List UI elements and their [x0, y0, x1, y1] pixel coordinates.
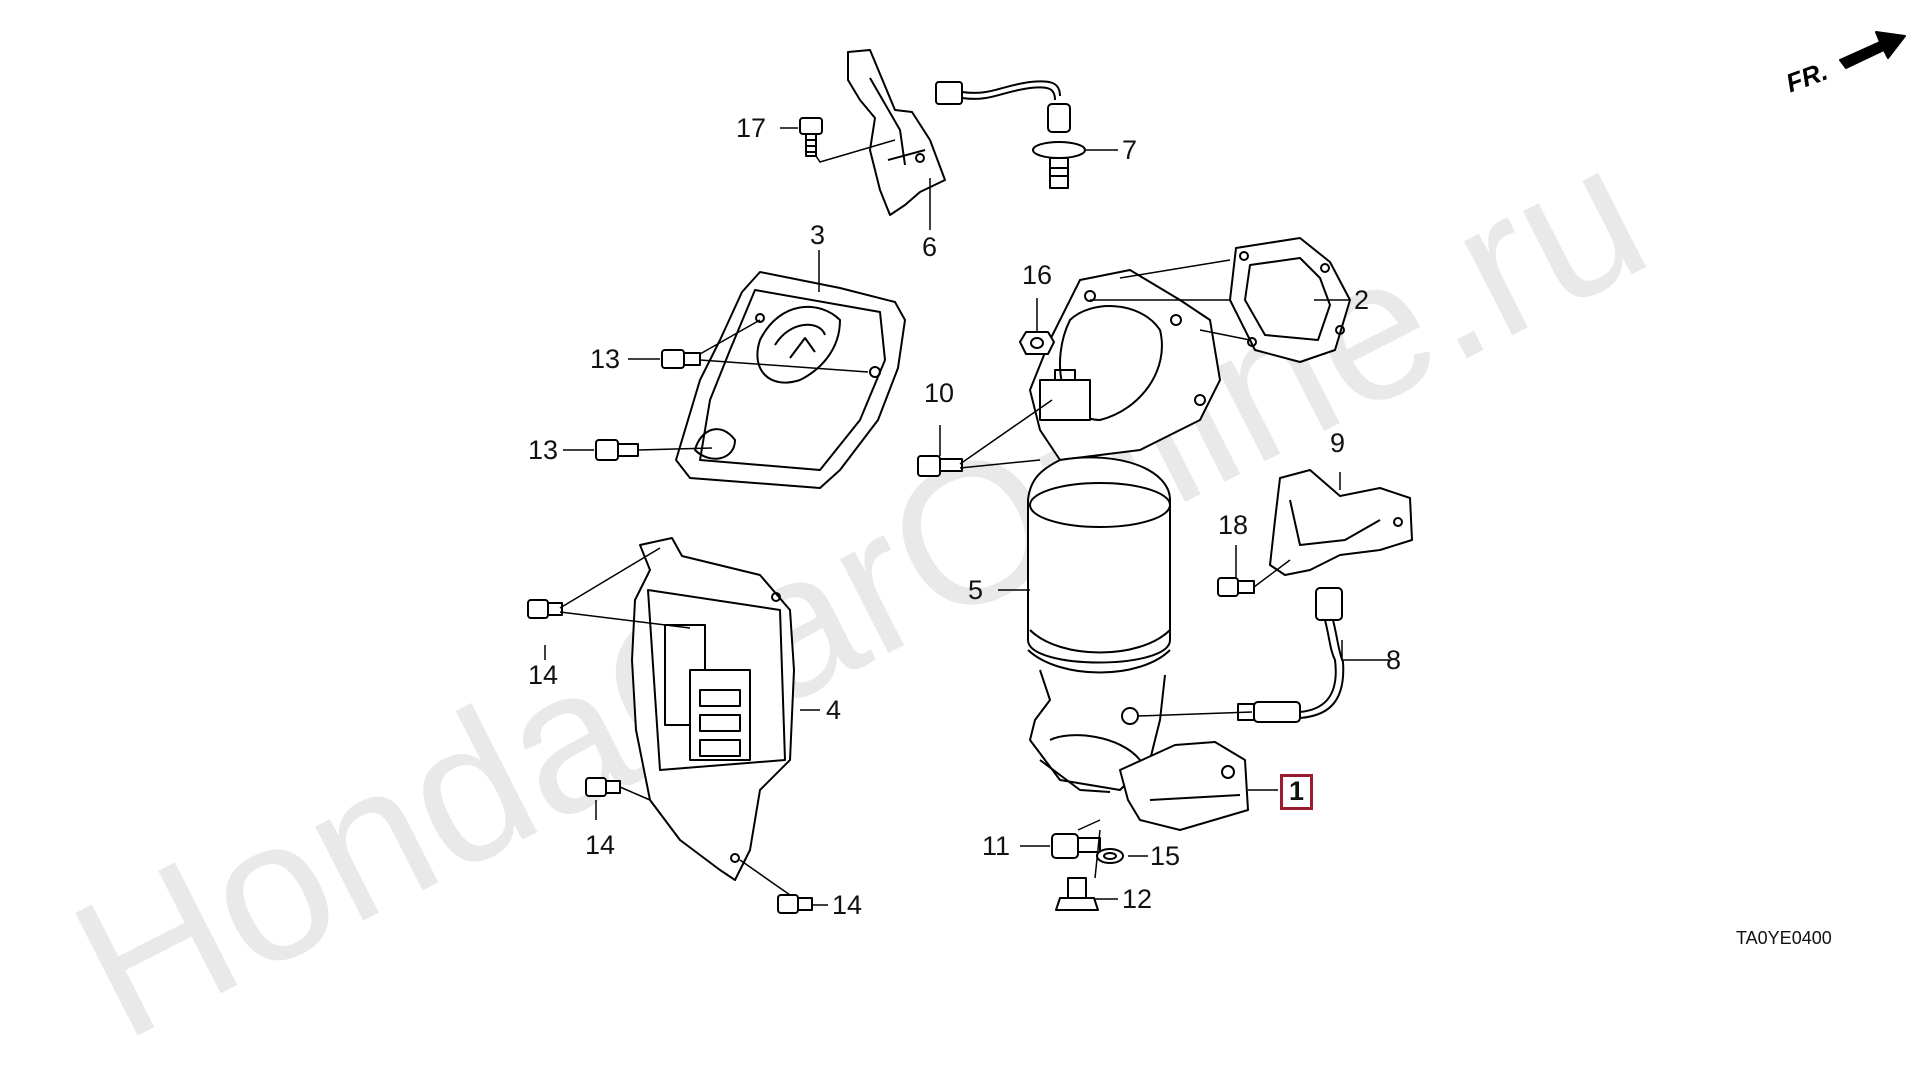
bolt-11 [1051, 833, 1101, 859]
catalytic-converter-5 [1027, 269, 1221, 793]
callout-5[interactable]: 5 [968, 575, 984, 605]
callout-3[interactable]: 3 [810, 220, 826, 250]
callout-13-upper[interactable]: 13 [590, 344, 621, 374]
gasket-15 [1096, 848, 1124, 864]
callout-12[interactable]: 12 [1122, 884, 1153, 914]
bolt-13-lower [595, 439, 639, 461]
bolt-14-a [527, 599, 563, 619]
bolt-17 [799, 117, 823, 157]
bolt-13-upper [661, 349, 701, 369]
diagram-drawing [527, 31, 1906, 914]
parts-diagram: HondaCarOnline.ru [41, 31, 1906, 1081]
callout-4[interactable]: 4 [826, 695, 842, 725]
callout-16[interactable]: 16 [1022, 260, 1053, 290]
callout-1[interactable]: 1 [1280, 774, 1314, 810]
bracket-9 [1269, 469, 1413, 576]
callout-15[interactable]: 15 [1150, 841, 1181, 871]
callout-6[interactable]: 6 [922, 232, 938, 262]
callout-2[interactable]: 2 [1354, 285, 1370, 315]
callout-14-a[interactable]: 14 [528, 660, 559, 690]
callout-13-lower[interactable]: 13 [528, 435, 559, 465]
nut-16 [1019, 331, 1055, 355]
callout-14-b[interactable]: 14 [585, 830, 616, 860]
diagram-code: TA0YE0400 [1736, 928, 1832, 948]
front-arrow-icon [1839, 31, 1906, 69]
oxygen-sensor-7 [935, 80, 1086, 189]
bolt-12 [1055, 877, 1099, 911]
callout-9[interactable]: 9 [1330, 428, 1346, 458]
callout-8[interactable]: 8 [1386, 645, 1402, 675]
bolt-14-b [585, 777, 621, 797]
bracket-6 [847, 49, 946, 216]
oxygen-sensor-8 [1237, 587, 1345, 723]
callout-7[interactable]: 7 [1122, 135, 1138, 165]
bolt-14-c [777, 894, 813, 914]
gasket-2 [1229, 237, 1351, 363]
lower-heat-shield-4 [631, 537, 795, 881]
bolt-18 [1217, 577, 1255, 597]
bracket-1 [1119, 741, 1249, 831]
callout-14-c[interactable]: 14 [832, 890, 863, 920]
callout-10[interactable]: 10 [924, 378, 955, 408]
callout-17[interactable]: 17 [736, 113, 767, 143]
upper-heat-shield-3 [675, 271, 906, 489]
bolt-10 [917, 455, 963, 477]
leader-lines [544, 127, 1390, 906]
callout-18[interactable]: 18 [1218, 510, 1249, 540]
callout-11[interactable]: 11 [982, 831, 1011, 861]
